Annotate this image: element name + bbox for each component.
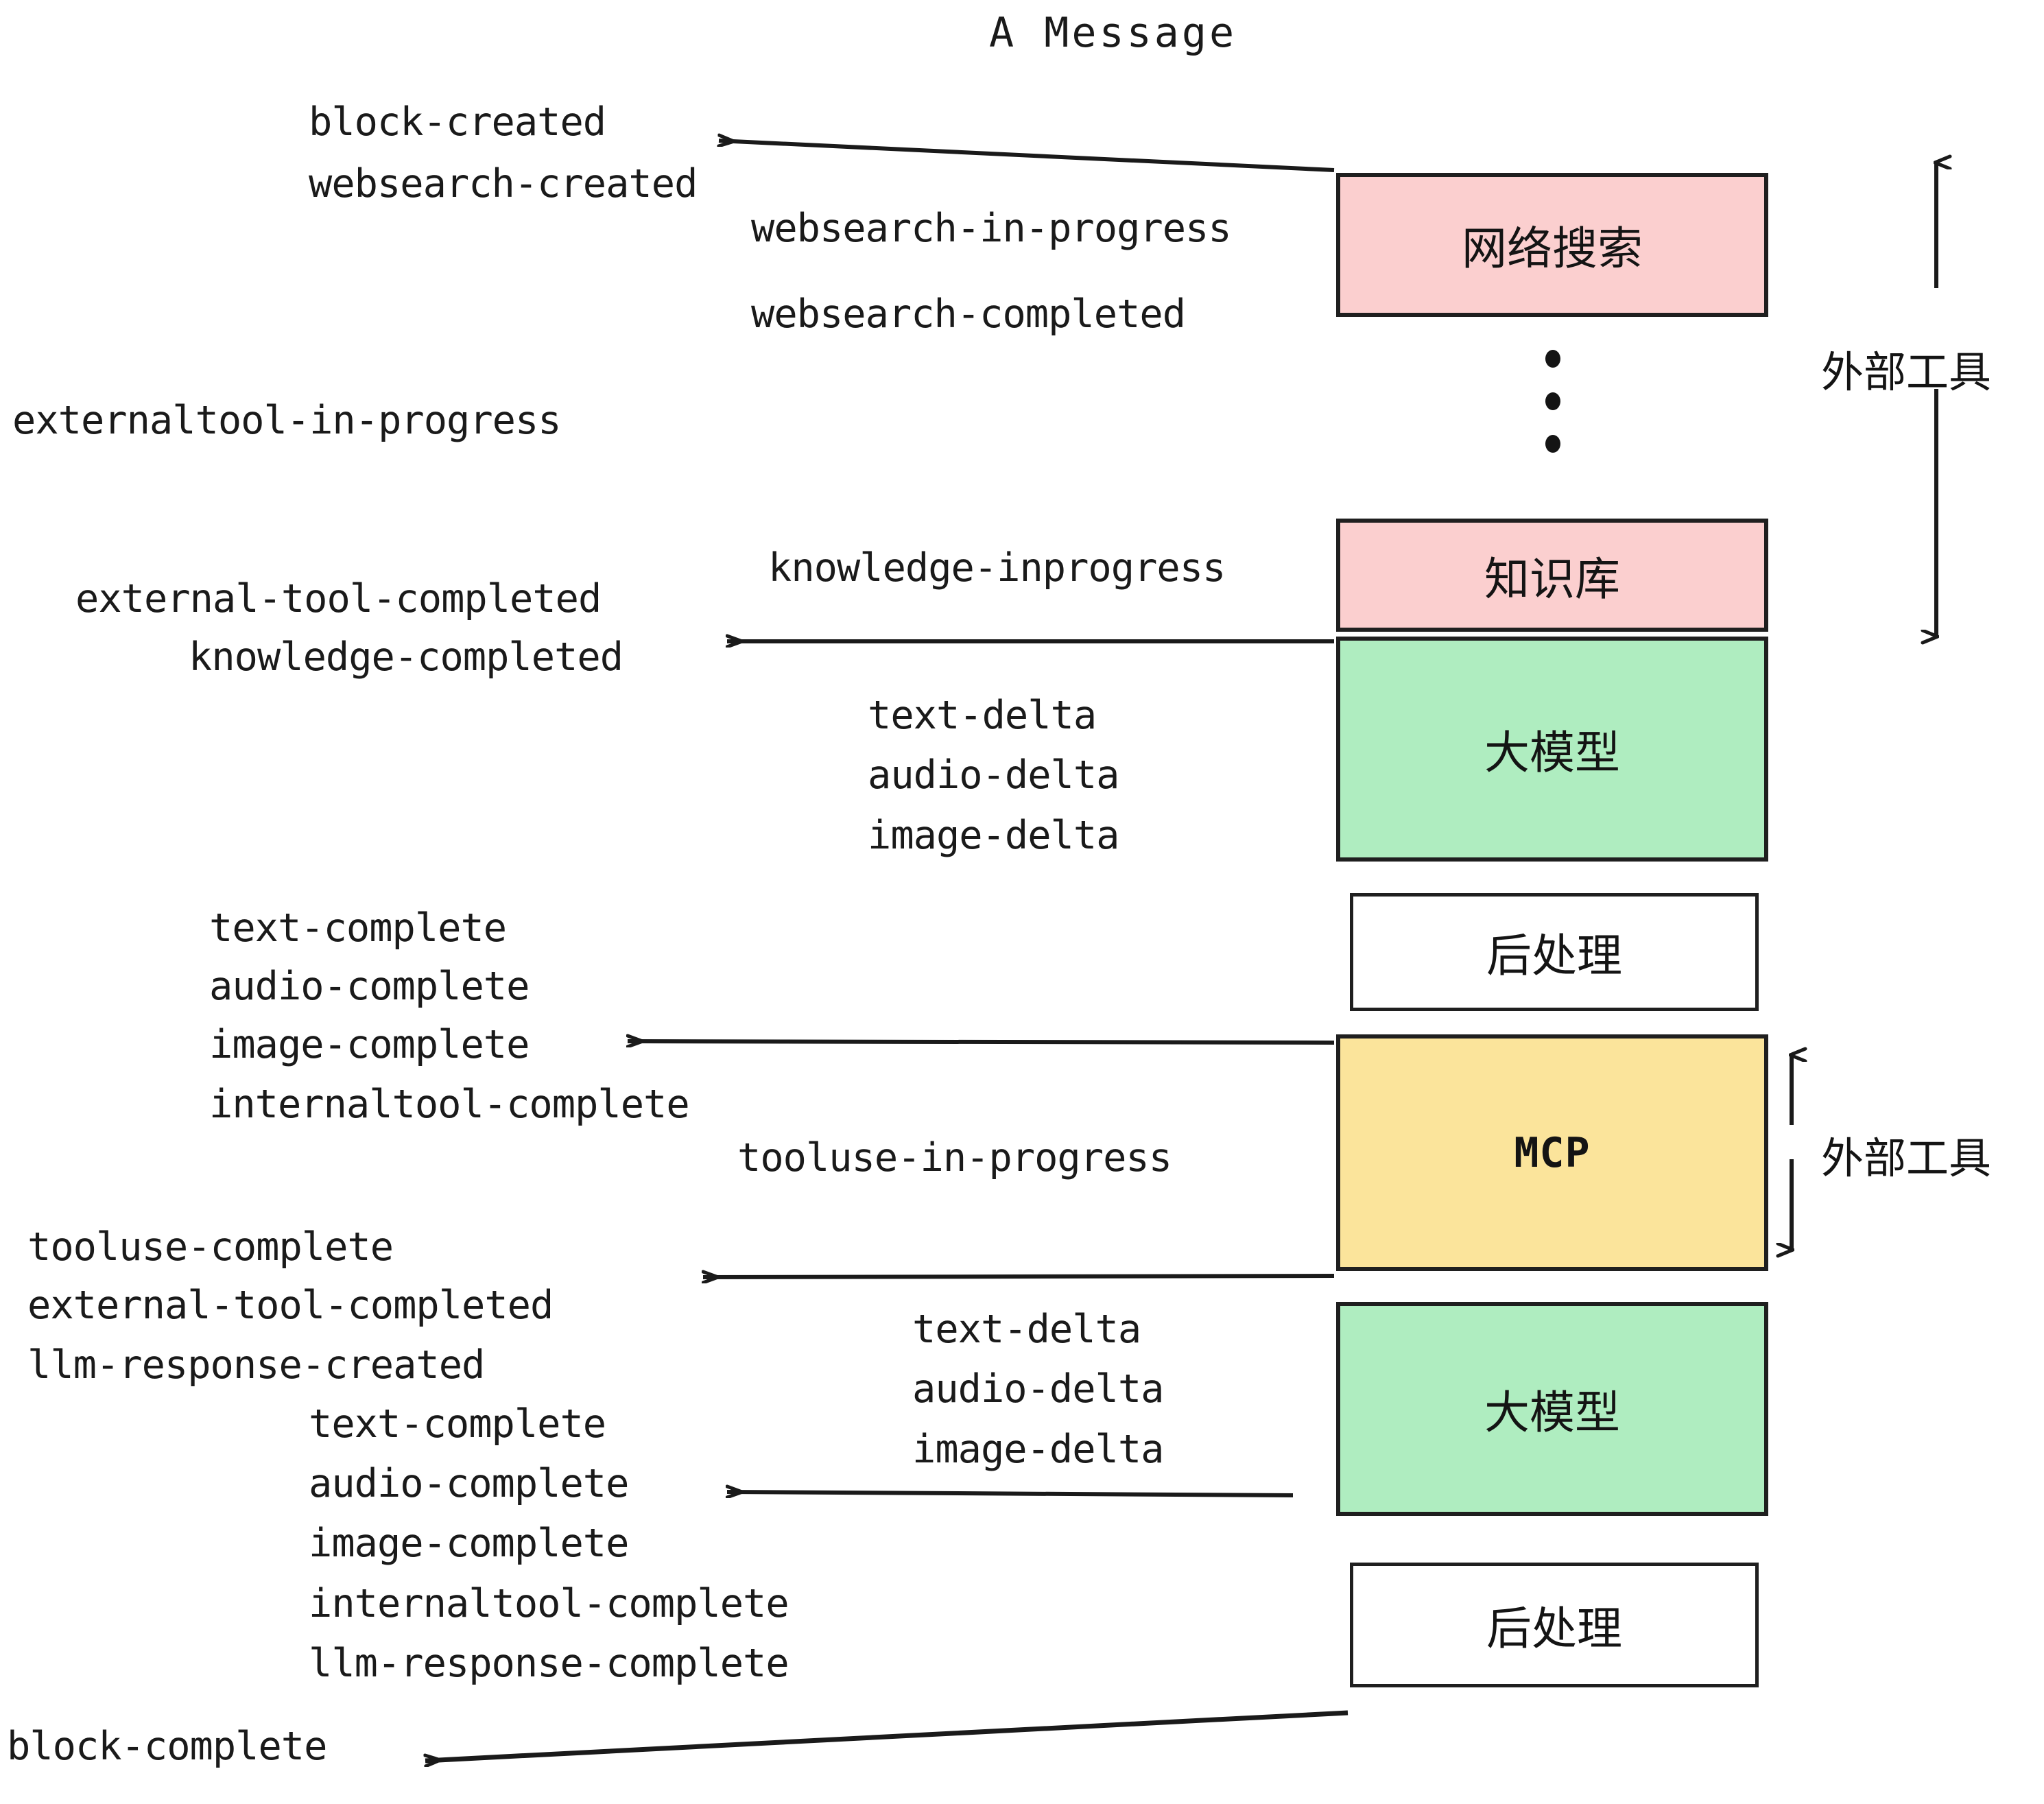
event-label-llm-response-created: llm-response-created	[27, 1342, 485, 1388]
node-box-websearch: 网络搜索	[1336, 173, 1768, 317]
annotation-external-tool-top: 外部工具	[1821, 347, 1992, 397]
event-label-audio-delta-1: audio-delta	[868, 752, 1119, 798]
event-label-audio-delta-2: audio-delta	[912, 1366, 1164, 1412]
arrow-websearch-to-created	[719, 141, 1335, 172]
node-box-postprocess-2: 后处理	[1350, 1563, 1759, 1687]
node-box-llm-2: 大模型	[1336, 1302, 1768, 1516]
event-label-image-complete-1: image-complete	[209, 1022, 530, 1067]
event-label-websearch-created: websearch-created	[309, 161, 698, 206]
event-label-image-delta-1: image-delta	[868, 813, 1119, 858]
event-label-text-delta-1: text-delta	[868, 693, 1097, 738]
event-label-external-tool-completed-1: external-tool-completed	[75, 576, 602, 621]
event-label-internaltool-complete-1: internaltool-complete	[209, 1082, 690, 1127]
event-label-tooluse-in-progress: tooluse-in-progress	[737, 1135, 1172, 1180]
event-label-image-complete-2: image-complete	[309, 1521, 629, 1566]
event-label-tooluse-complete: tooluse-complete	[27, 1224, 394, 1270]
page-title: A Message	[989, 9, 1237, 57]
event-label-llm-response-complete: llm-response-complete	[309, 1641, 789, 1686]
node-box-knowledge: 知识库	[1336, 519, 1768, 632]
arrow-mcp-to-tooluse-complete	[703, 1276, 1335, 1277]
node-box-mcp: MCP	[1336, 1034, 1768, 1271]
event-label-audio-complete-1: audio-complete	[209, 964, 530, 1009]
event-label-websearch-completed: websearch-completed	[751, 292, 1186, 337]
ellipsis-dots	[1545, 350, 1561, 453]
event-label-block-created: block-created	[309, 99, 606, 145]
node-box-postprocess-1: 后处理	[1350, 893, 1759, 1011]
event-label-knowledge-inprogress: knowledge-inprogress	[768, 545, 1226, 591]
event-label-externaltool-in-progress: externaltool-in-progress	[12, 398, 562, 443]
annotation-external-tool-bottom: 外部工具	[1821, 1133, 1992, 1183]
event-label-text-delta-2: text-delta	[912, 1307, 1141, 1352]
arrow-llm1-to-complete	[628, 1041, 1335, 1043]
event-label-websearch-in-progress: websearch-in-progress	[751, 206, 1232, 251]
event-label-text-complete-2: text-complete	[309, 1401, 606, 1447]
arrow-postprocess2-to-block-complete	[425, 1710, 1348, 1761]
event-label-image-delta-2: image-delta	[912, 1427, 1164, 1472]
event-label-text-complete-1: text-complete	[209, 905, 507, 951]
event-label-knowledge-completed: knowledge-completed	[189, 634, 623, 680]
arrow-llm2-to-audio-complete	[727, 1492, 1294, 1495]
node-box-llm-1: 大模型	[1336, 637, 1768, 862]
event-label-internaltool-complete-2: internaltool-complete	[309, 1581, 789, 1626]
event-label-external-tool-completed-2: external-tool-completed	[27, 1283, 554, 1328]
event-label-audio-complete-2: audio-complete	[309, 1461, 629, 1506]
event-label-block-complete: block-complete	[7, 1724, 327, 1769]
